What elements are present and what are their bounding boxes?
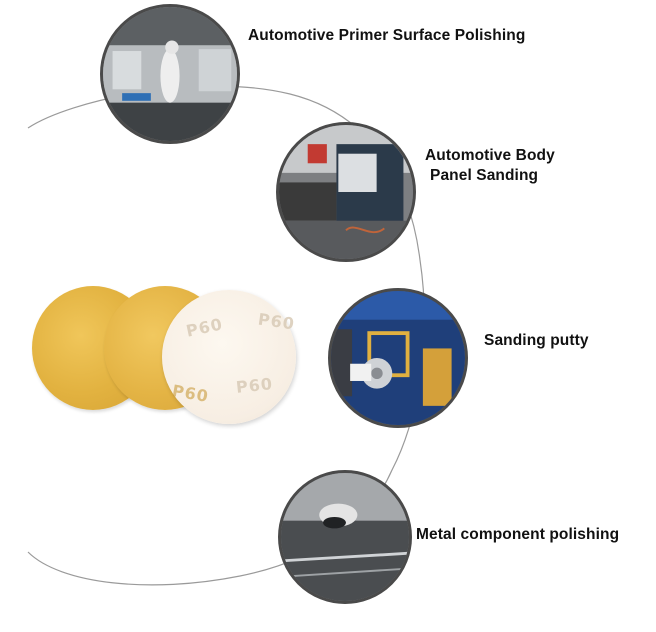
label-line: Automotive Primer Surface Polishing [248, 27, 526, 44]
label-line: Sanding putty [484, 332, 589, 349]
label-sanding-putty: Sanding putty [484, 331, 589, 351]
photo-primer-surface-polishing [100, 4, 240, 144]
photo-sanding-putty [328, 288, 468, 428]
label-metal-component-polishing: Metal component polishing [416, 525, 619, 545]
label-primer-surface-polishing: Automotive Primer Surface Polishing [248, 26, 525, 46]
photo-metal-component-polishing [278, 470, 412, 604]
label-body-panel-sanding: Automotive Body Panel Sanding [425, 146, 555, 186]
label-line: Metal component polishing [416, 526, 620, 543]
white-sanding-disc-front [162, 290, 296, 424]
label-line: Automotive Body [425, 147, 555, 164]
grit-mark: P60 [235, 374, 274, 397]
label-line: Panel Sanding [430, 167, 539, 184]
photo-body-panel-sanding [276, 122, 416, 262]
